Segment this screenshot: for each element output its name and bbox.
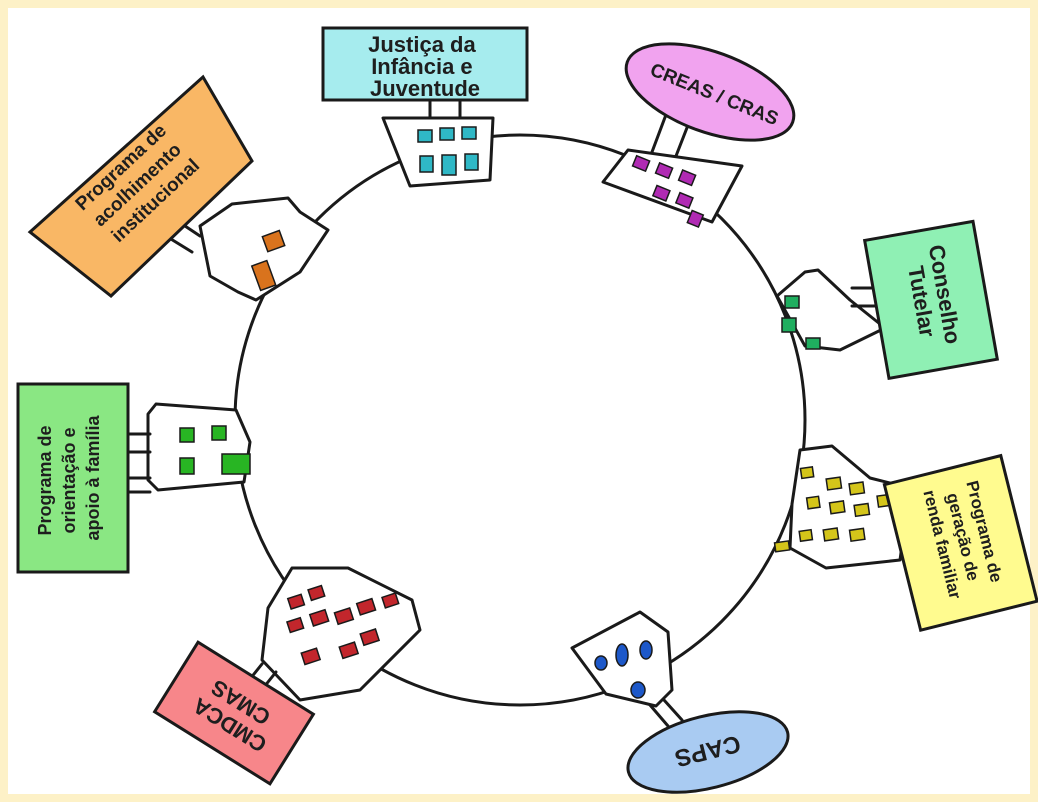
window: [333, 606, 355, 626]
window: [179, 457, 195, 475]
box-renda: [882, 453, 1038, 633]
window: [674, 191, 694, 210]
connector: [662, 698, 684, 722]
node-acolhimento: Programa de acolhimento institucional: [27, 74, 330, 302]
window: [805, 337, 821, 350]
window: [822, 527, 840, 542]
building-familia: [146, 402, 252, 492]
connector: [650, 110, 669, 154]
windows-cmdca: [285, 584, 400, 666]
window: [179, 427, 195, 443]
connector: [648, 703, 670, 728]
windows-conselho: [781, 295, 821, 350]
window: [338, 641, 360, 660]
window: [250, 259, 277, 292]
node-caps: CAPS: [570, 610, 790, 794]
window: [359, 628, 381, 647]
box-cmdca: [152, 640, 316, 786]
window: [784, 295, 800, 309]
window: [686, 209, 705, 229]
window: [639, 640, 653, 660]
building-renda: [788, 444, 912, 570]
windows-justica: [417, 126, 479, 176]
label-justica-line: Justiça da: [368, 32, 476, 57]
window: [848, 481, 866, 496]
windows-familia: [179, 425, 251, 475]
window: [799, 466, 815, 480]
window: [441, 154, 457, 176]
window: [677, 169, 697, 187]
window: [417, 129, 433, 143]
window: [221, 453, 251, 475]
label-familia-line: apoio à família: [83, 415, 103, 541]
building-acolhimento: [198, 196, 330, 302]
box-justica: [321, 26, 529, 102]
window: [631, 154, 651, 173]
window: [825, 476, 843, 491]
label-familia-line: orientação e: [59, 427, 79, 533]
label-familia-line: Programa de: [35, 425, 55, 535]
box-creas: [624, 42, 796, 142]
window: [307, 584, 326, 602]
node-conselho: Conselho Tutelar: [775, 219, 1000, 381]
window: [285, 616, 305, 634]
window: [439, 127, 455, 141]
window: [308, 608, 330, 627]
label-familia: Programa de orientação e apoio à família: [35, 415, 103, 541]
window: [211, 425, 227, 441]
window: [594, 655, 608, 671]
window: [805, 495, 821, 510]
node-familia: Programa de orientação e apoio à família: [16, 382, 252, 574]
window: [828, 500, 846, 515]
window: [286, 593, 306, 611]
node-cmdca: CMDCA CMAS: [152, 566, 422, 786]
window: [773, 540, 791, 553]
window: [355, 597, 377, 616]
label-justica-line: Infância e: [371, 54, 472, 79]
window: [464, 153, 479, 171]
window: [654, 161, 674, 180]
window: [630, 681, 646, 699]
window: [853, 502, 871, 518]
window: [300, 647, 322, 666]
building-cmdca: [260, 566, 422, 702]
window: [651, 184, 671, 202]
node-creas: CREAS / CRAS: [601, 42, 796, 229]
building-creas: [601, 148, 744, 224]
label-justica-line: Juventude: [370, 76, 480, 101]
windows-caps: [594, 640, 653, 699]
window: [261, 229, 286, 253]
box-acolhimento: [27, 74, 254, 298]
window: [615, 643, 629, 667]
window: [848, 527, 866, 543]
node-renda: Programa de geração de renda familiar: [773, 444, 1038, 633]
window: [419, 155, 434, 173]
box-caps: [626, 710, 790, 794]
window: [381, 592, 400, 609]
node-justica: Justiça da Infância e Juventude: [321, 26, 529, 188]
windows-acolhimento: [250, 229, 286, 292]
box-conselho: [862, 219, 1000, 381]
window: [461, 126, 477, 140]
window: [798, 528, 814, 543]
windows-creas: [631, 154, 705, 229]
window: [781, 317, 797, 333]
box-familia: [16, 382, 130, 574]
label-justica: Justiça da Infância e Juventude: [368, 32, 482, 101]
